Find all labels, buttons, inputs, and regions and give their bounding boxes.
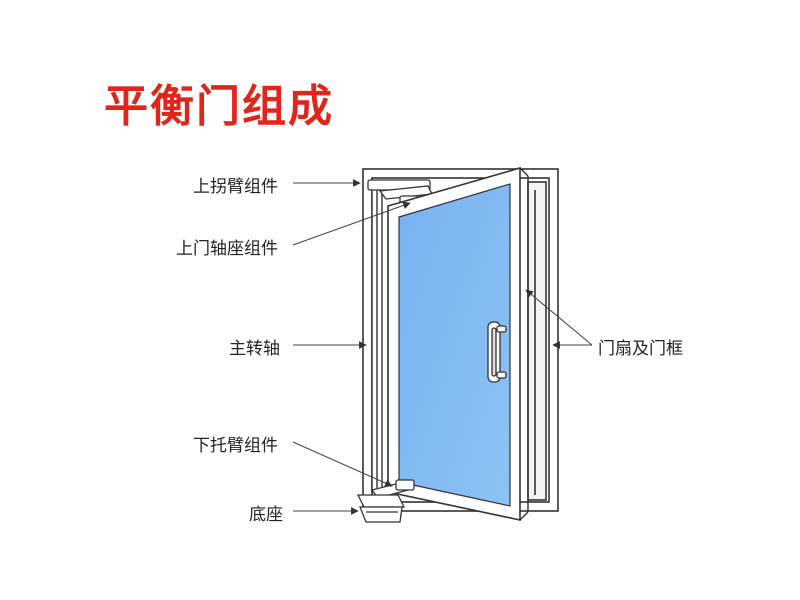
base — [356, 494, 406, 523]
leader-lines — [292, 179, 593, 515]
label-main-shaft: 主转轴 — [229, 339, 280, 359]
door-handle — [487, 321, 507, 383]
diagram-title: 平衡门组成 — [104, 81, 334, 132]
label-upper-pivot: 上门轴座组件 — [176, 239, 278, 259]
label-lower-arm: 下托臂组件 — [193, 436, 278, 456]
label-base: 底座 — [249, 505, 283, 525]
leader-upper-pivot — [292, 201, 411, 246]
leader-door-leaf — [525, 289, 593, 346]
main-shaft — [371, 185, 383, 493]
door-leaf — [387, 166, 529, 521]
label-door-leaf-frame: 门扇及门框 — [598, 339, 683, 359]
leader-lower-arm — [292, 441, 393, 487]
label-upper-arm: 上拐臂组件 — [193, 177, 278, 197]
